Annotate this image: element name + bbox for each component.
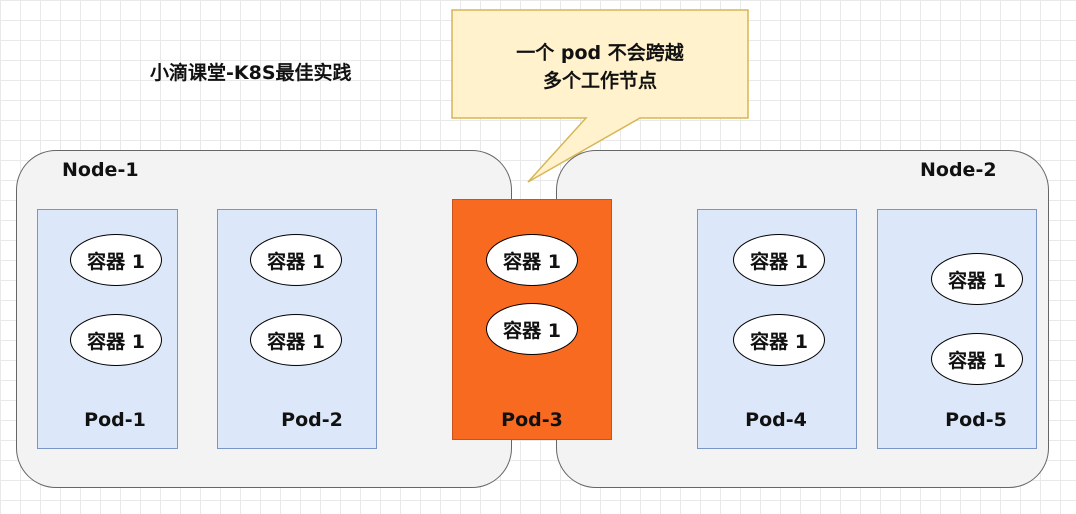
- pod-3-label: Pod-3: [501, 409, 563, 431]
- container-oval: 容器 1: [486, 303, 578, 355]
- pod-5-label: Pod-5: [945, 409, 1007, 431]
- node-2-label: Node-2: [920, 159, 997, 181]
- pod-1-label: Pod-1: [84, 409, 146, 431]
- pod-2-label: Pod-2: [281, 409, 343, 431]
- pod-5: [877, 209, 1037, 449]
- container-oval: 容器 1: [733, 234, 825, 286]
- container-oval: 容器 1: [931, 333, 1023, 385]
- callout-text: 一个 pod 不会跨越 多个工作节点: [452, 30, 748, 104]
- container-oval: 容器 1: [70, 234, 162, 286]
- container-oval: 容器 1: [70, 314, 162, 366]
- container-oval: 容器 1: [486, 234, 578, 286]
- callout-line-2: 多个工作节点: [542, 70, 657, 92]
- container-oval: 容器 1: [733, 314, 825, 366]
- pod-4-label: Pod-4: [745, 409, 807, 431]
- container-oval: 容器 1: [931, 253, 1023, 305]
- diagram-title: 小滴课堂-K8S最佳实践: [150, 62, 352, 84]
- container-oval: 容器 1: [250, 234, 342, 286]
- container-oval: 容器 1: [250, 314, 342, 366]
- callout-line-1: 一个 pod 不会跨越: [516, 42, 684, 64]
- node-1-label: Node-1: [62, 159, 139, 181]
